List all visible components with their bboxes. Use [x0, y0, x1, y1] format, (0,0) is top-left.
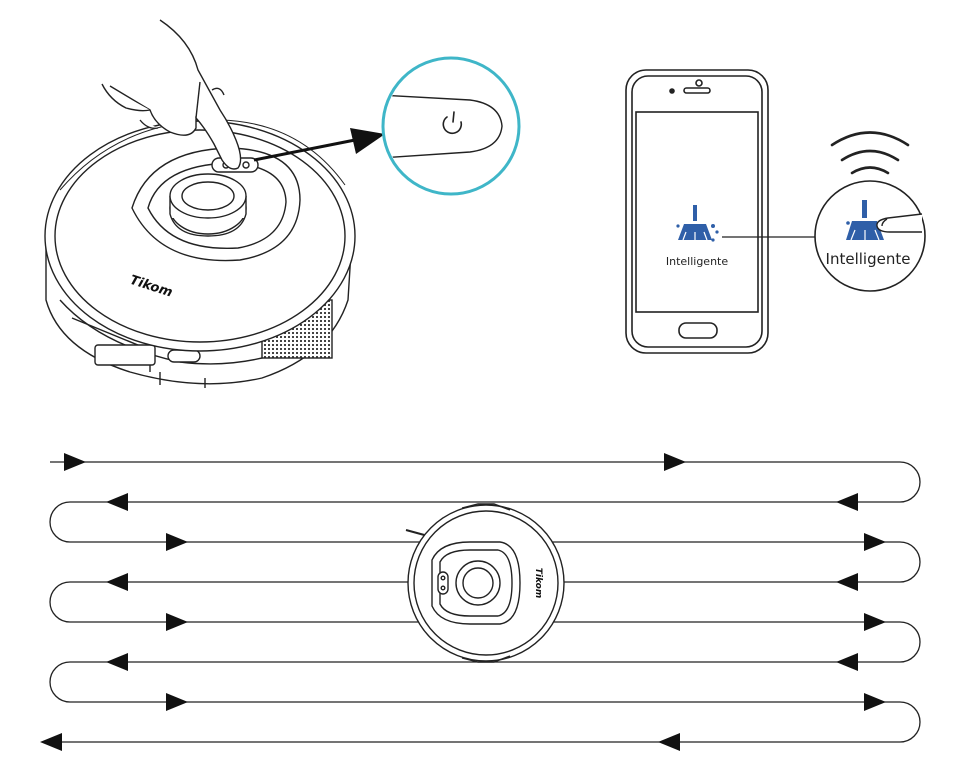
arrow-right [166, 693, 188, 711]
side-port [167, 349, 201, 363]
smartphone [625, 69, 769, 354]
arrow-left [658, 733, 680, 751]
arrow-left [106, 493, 128, 511]
arrow-right [166, 533, 188, 551]
power-icon [442, 111, 463, 135]
arrow-left [836, 493, 858, 511]
arrow-right [166, 613, 188, 631]
mode-label-zoom: Intelligente [826, 250, 911, 268]
broom-icon[interactable] [676, 205, 719, 242]
arrow-left [40, 733, 62, 751]
arrow-right [864, 533, 886, 551]
button-panel [437, 571, 449, 595]
phone-speaker [683, 87, 711, 94]
broom-icon-zoom [846, 200, 886, 241]
arrow-right [664, 453, 686, 471]
arrow-left [836, 573, 858, 591]
tap-finger [876, 213, 923, 233]
broom-zoom: Intelligente [814, 180, 926, 292]
power-button-zoom [381, 56, 521, 196]
home-button[interactable] [678, 322, 718, 339]
robot-brand-logo-topview: Tikom [533, 568, 543, 598]
phone-camera [695, 79, 703, 87]
robot-vacuum-topview: Tikom [405, 503, 565, 663]
mode-label: Intelligente [666, 255, 728, 268]
arrow-left [106, 653, 128, 671]
arrow-right [64, 453, 86, 471]
arrow-left [836, 653, 858, 671]
path-arrows [40, 453, 886, 751]
hand-pointer [101, 19, 242, 170]
bumper-window [94, 344, 156, 366]
wifi-icon [830, 131, 910, 175]
arrow-right [864, 693, 886, 711]
arrow-right [864, 613, 886, 631]
robot-vacuum-top: Tikom [44, 119, 356, 388]
zoom-arrow [253, 128, 385, 162]
power-button-on-robot[interactable] [242, 161, 250, 169]
arrow-left [106, 573, 128, 591]
